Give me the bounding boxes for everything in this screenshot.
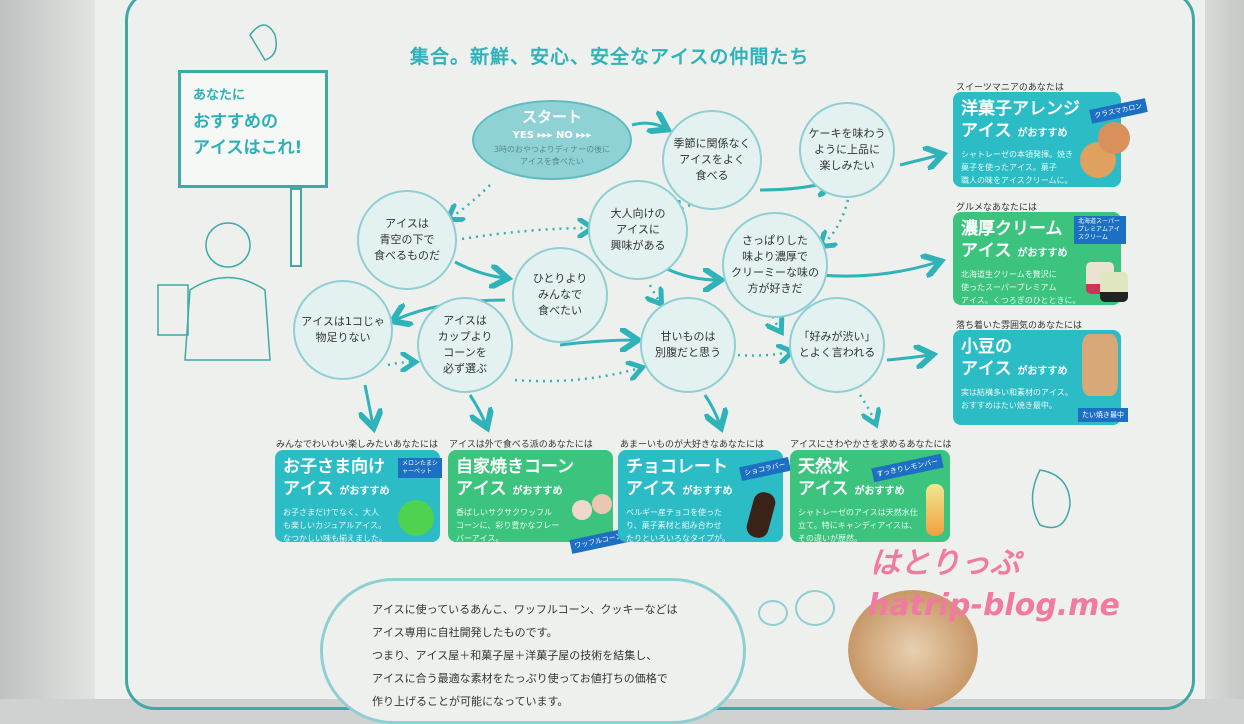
thought-bubble bbox=[795, 590, 835, 626]
result-desc: シャトレーゼの本領発揮。焼き 菓子を使ったアイス。菓子 職人の味をアイスクリーム… bbox=[961, 150, 1073, 185]
start-node: スタート YES ▸▸▸ NO ▸▸▸ 3時のおやつよりディナーの後に アイスを… bbox=[472, 100, 632, 180]
question-node: ケーキを味わう ように上品に 楽しみたい bbox=[799, 102, 895, 198]
cone-image bbox=[572, 500, 592, 520]
melon-sherbet-image bbox=[398, 500, 434, 536]
poster-title: 集合。新鮮、安心、安全なアイスの仲間たち bbox=[410, 46, 810, 68]
start-question: 3時のおやつよりディナーの後に アイスを食べたい bbox=[493, 145, 611, 166]
arrow bbox=[703, 394, 720, 425]
result-lead: あまーいものが大好きなあなたには bbox=[620, 440, 765, 450]
arrow bbox=[365, 384, 373, 425]
sign-line: アイスはこれ! bbox=[193, 138, 303, 158]
yes-label: YES bbox=[512, 130, 534, 141]
result-name: チョコレート bbox=[626, 457, 728, 477]
result-card-cone: 自家焼きコーン アイスがおすすめ 香ばしいサクサクワッフル コーンに、彩り豊かな… bbox=[448, 450, 613, 542]
thought-bubble bbox=[758, 600, 788, 626]
lemon-bar-image bbox=[926, 484, 944, 536]
arrow-dotted bbox=[670, 205, 691, 212]
arrow-dotted bbox=[858, 394, 875, 422]
macaron-image bbox=[1098, 122, 1130, 154]
question-node: アイスは カップより コーンを 必ず選ぶ bbox=[417, 297, 513, 393]
result-name: お子さま向け bbox=[283, 457, 385, 477]
question-node: ひとりより みんなで 食べたい bbox=[512, 247, 608, 343]
result-aisu: アイス bbox=[961, 359, 1012, 379]
question-node: アイスは1コじゃ 物足りない bbox=[293, 280, 393, 380]
result-suffix: がおすすめ bbox=[512, 486, 563, 497]
result-name: 洋菓子アレンジ bbox=[961, 99, 1080, 119]
wall-right bbox=[1205, 0, 1244, 699]
start-label: スタート bbox=[521, 108, 582, 126]
result-aisu: アイス bbox=[626, 479, 677, 499]
arrow bbox=[899, 155, 940, 165]
result-lead: みんなでわいわい楽しみたいあなたには bbox=[276, 440, 439, 450]
result-desc: シャトレーゼのアイスは天然水仕 立て。特にキャンディアイスは、 その違いが歴然。 bbox=[798, 508, 918, 542]
result-name: 自家焼きコーン bbox=[456, 457, 575, 477]
result-card-noukou: 濃厚クリーム アイスがおすすめ 北海道生クリームを贅沢に 使ったスーパープレミア… bbox=[953, 212, 1121, 305]
question-node: 「好みが渋い」 とよく言われる bbox=[789, 297, 885, 393]
result-lead: アイスは外で食べる派のあなたには bbox=[449, 440, 593, 450]
result-suffix: がおすすめ bbox=[1017, 248, 1068, 259]
question-node: 季節に関係なく アイスをよく 食べる bbox=[662, 110, 762, 210]
result-desc: 実は結構多い和素材のアイス。 おすすめはたい焼き最中。 bbox=[961, 388, 1073, 410]
arrow bbox=[454, 260, 505, 278]
product-tag: たい焼き最中 bbox=[1078, 408, 1128, 422]
question-node: 大人向けの アイスに 興味がある bbox=[588, 180, 688, 280]
character-illustration bbox=[157, 24, 1071, 529]
result-name: 小豆の bbox=[961, 337, 1012, 357]
result-lead: 落ち着いた雰囲気のあなたには bbox=[956, 321, 1083, 331]
result-lead: アイスにさわやかさを求めるあなたには bbox=[790, 440, 952, 450]
wall-left bbox=[0, 0, 95, 699]
result-desc: 北海道生クリームを贅沢に 使ったスーパープレミアム アイス。くつろぎのひとときに… bbox=[961, 270, 1081, 305]
watermark-jp: はとりっぷ bbox=[870, 546, 1020, 581]
no-label: NO bbox=[555, 130, 573, 141]
sign-post bbox=[290, 188, 302, 267]
taiyaki-image bbox=[1082, 334, 1118, 396]
sign-line: あなたに bbox=[193, 88, 246, 103]
arrow bbox=[664, 266, 718, 280]
sign-line: おすすめの bbox=[193, 112, 278, 132]
result-name: 濃厚クリーム bbox=[961, 219, 1063, 239]
question-node: さっぱりした 味より濃厚で クリーミーな味の 方が好きだ bbox=[722, 212, 828, 318]
result-suffix: がおすすめ bbox=[854, 486, 905, 497]
result-suffix: がおすすめ bbox=[1017, 366, 1068, 377]
result-aisu: アイス bbox=[283, 479, 334, 499]
cone-photo bbox=[848, 590, 978, 710]
arrow-dotted bbox=[650, 284, 660, 302]
result-lead: グルメなあなたには bbox=[956, 203, 1038, 213]
arrow bbox=[819, 262, 938, 276]
arrow-dotted bbox=[822, 199, 850, 245]
question-node: アイスは 青空の下で 食べるものだ bbox=[357, 190, 457, 290]
result-desc: 香ばしいサクサクワッフル コーンに、彩り豊かなフレー バーアイス。 bbox=[456, 508, 560, 542]
watermark-url: hatrip-blog.me bbox=[868, 588, 1120, 623]
result-desc: ベルギー産チョコを使った り、菓子素材と組み合わせ たりといろいろなタイプが。 bbox=[626, 508, 730, 542]
result-lead: スイーツマニアのあなたは bbox=[956, 83, 1064, 93]
product-tag: メロンたまシャーベット bbox=[398, 458, 442, 478]
arrow bbox=[631, 123, 665, 128]
result-aisu: アイス bbox=[961, 121, 1012, 141]
result-aisu: アイス bbox=[961, 241, 1012, 261]
arrow bbox=[468, 394, 486, 425]
sign-board: あなたに おすすめの アイスはこれ! bbox=[178, 70, 328, 188]
cone-image bbox=[592, 494, 612, 514]
cup-image bbox=[1100, 272, 1128, 302]
result-suffix: がおすすめ bbox=[682, 486, 733, 497]
product-tag: 北海道スーパープレミアムアイスクリーム bbox=[1074, 216, 1126, 244]
info-text: アイスに使っているあんこ、ワッフルコーン、クッキーなどは アイス専用に自社開発し… bbox=[372, 603, 678, 708]
result-name: 天然水 bbox=[798, 457, 849, 477]
result-desc: お子さまだけでなく、大人 も楽しいカジュアルアイス。 なつかしい味も揃えました。 bbox=[283, 508, 387, 542]
result-suffix: がおすすめ bbox=[339, 486, 390, 497]
result-suffix: がおすすめ bbox=[1017, 128, 1068, 139]
question-node: 甘いものは 別腹だと思う bbox=[640, 297, 736, 393]
result-aisu: アイス bbox=[456, 479, 507, 499]
arrow-dotted bbox=[514, 368, 640, 383]
arrow bbox=[886, 355, 930, 360]
result-aisu: アイス bbox=[798, 479, 849, 499]
arrow-dotted bbox=[454, 228, 590, 242]
arrow bbox=[559, 340, 635, 345]
